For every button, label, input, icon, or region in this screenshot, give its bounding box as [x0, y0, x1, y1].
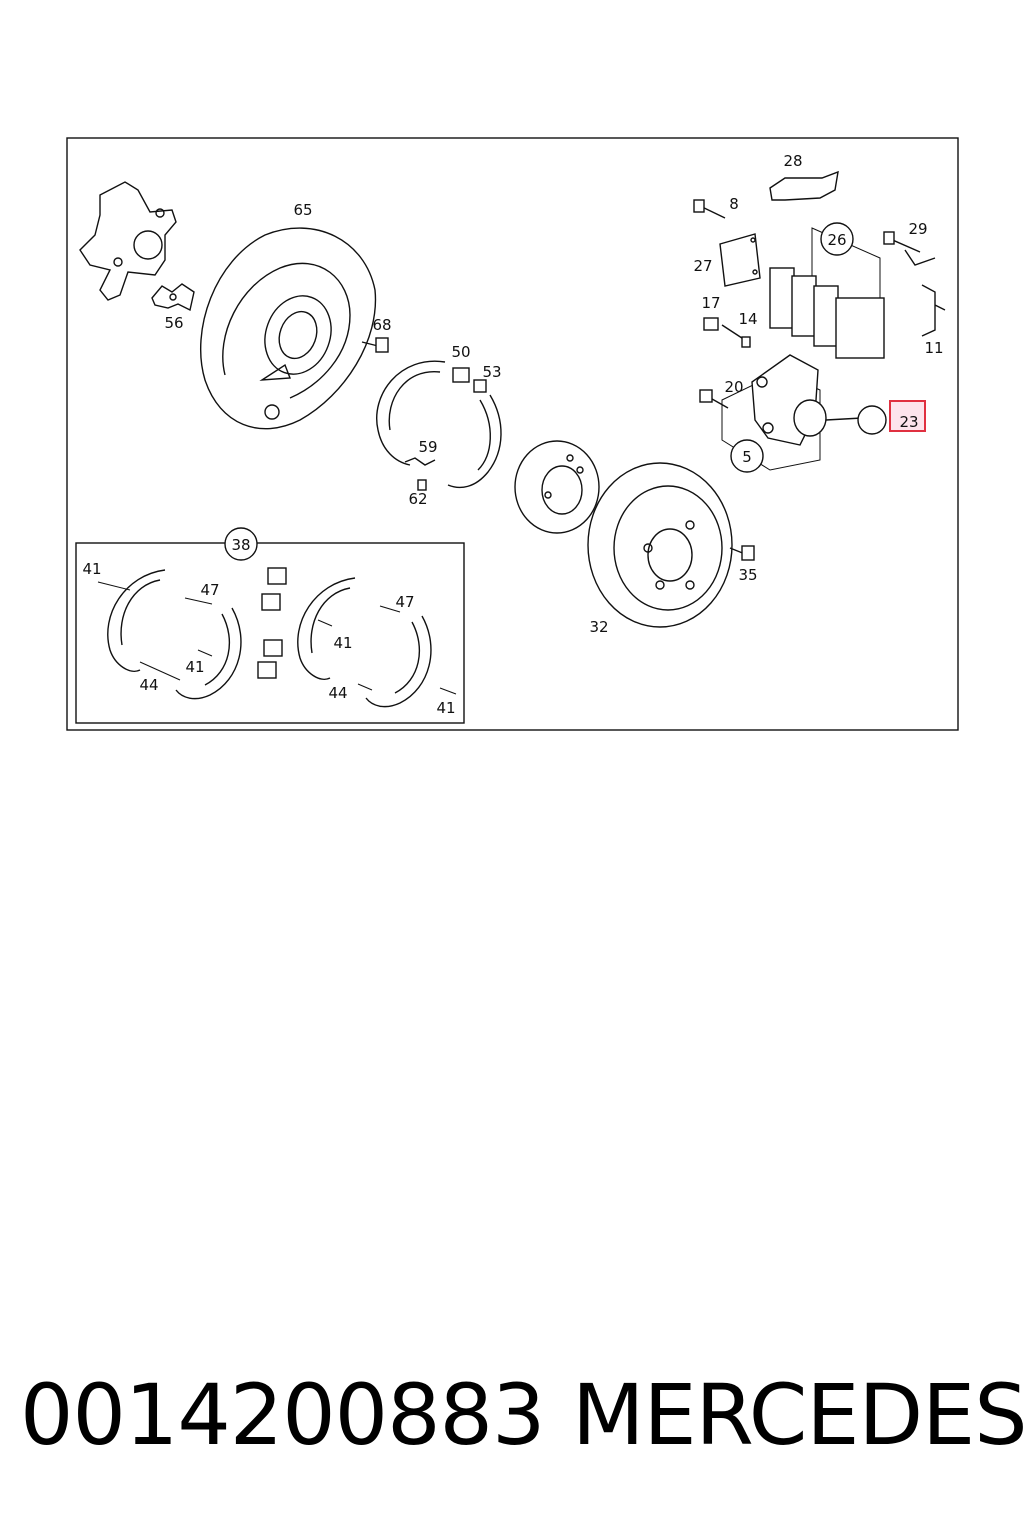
label-14: 14	[738, 310, 757, 328]
bracket-56-part	[151, 283, 195, 312]
label-44-b: 44	[328, 684, 347, 702]
cap-23-part	[825, 405, 887, 435]
label-20: 20	[724, 378, 743, 396]
label-53: 53	[482, 363, 501, 381]
sensor-29-part	[883, 231, 936, 266]
diagram-svg: 65 56 68 50 53 59 62 28 8 26 29 27 17 14…	[66, 137, 959, 731]
pin-8-part	[693, 199, 726, 219]
bolt-20-part	[699, 389, 729, 409]
label-62: 62	[408, 490, 427, 508]
highlight-box-23[interactable]	[889, 400, 926, 432]
label-41-b: 41	[185, 658, 204, 676]
label-56: 56	[164, 314, 183, 332]
bolt-35-part	[729, 545, 755, 561]
brake-shoe-left-part	[376, 360, 502, 489]
label-44-a: 44	[139, 676, 158, 694]
shoe-kit-left-part	[97, 569, 242, 700]
backing-plate-65-part	[200, 227, 377, 430]
label-27: 27	[693, 257, 712, 275]
knuckle-part	[79, 181, 177, 301]
valve-14-part	[721, 324, 751, 348]
bolt-68-part	[361, 337, 389, 353]
brake-disc-32-part	[587, 462, 733, 628]
hub-part	[514, 440, 600, 534]
shim-27-part	[719, 233, 761, 287]
label-47-a: 47	[200, 581, 219, 599]
label-68: 68	[372, 316, 391, 334]
label-41-d: 41	[436, 699, 455, 717]
clip-11-part	[921, 284, 946, 337]
label-28: 28	[783, 152, 802, 170]
label-32: 32	[589, 618, 608, 636]
adjuster-50-part	[452, 367, 487, 393]
label-5: 5	[742, 448, 752, 466]
circle-38	[224, 527, 258, 561]
label-50: 50	[451, 343, 470, 361]
circle-5	[730, 439, 764, 473]
label-26: 26	[827, 231, 846, 249]
spring-59-part	[404, 457, 436, 491]
label-41-a: 41	[82, 560, 101, 578]
caliper-5-part	[721, 354, 827, 471]
label-17: 17	[701, 294, 720, 312]
footer-caption: 0014200883 MERCEDES	[0, 1360, 1024, 1470]
label-41-c: 41	[333, 634, 352, 652]
circle-26	[820, 222, 854, 256]
bleeder-17-part	[703, 317, 719, 331]
bolts-center-part	[257, 567, 287, 679]
label-47-b: 47	[395, 593, 414, 611]
exploded-parts-diagram: 65 56 68 50 53 59 62 28 8 26 29 27 17 14…	[0, 0, 1024, 760]
label-23[interactable]: 23	[899, 413, 918, 431]
label-29: 29	[908, 220, 927, 238]
brake-pads-26-part	[769, 227, 885, 359]
label-59: 59	[418, 438, 437, 456]
label-11: 11	[924, 339, 943, 357]
spring-clip-28-part	[769, 170, 839, 201]
brand-text: MERCEDES	[572, 1366, 1024, 1464]
shoe-kit-right-part	[297, 577, 457, 708]
label-8: 8	[729, 195, 739, 213]
label-38: 38	[231, 536, 250, 554]
part-number-text: 0014200883	[20, 1366, 545, 1464]
label-35: 35	[738, 566, 757, 584]
label-65: 65	[293, 201, 312, 219]
